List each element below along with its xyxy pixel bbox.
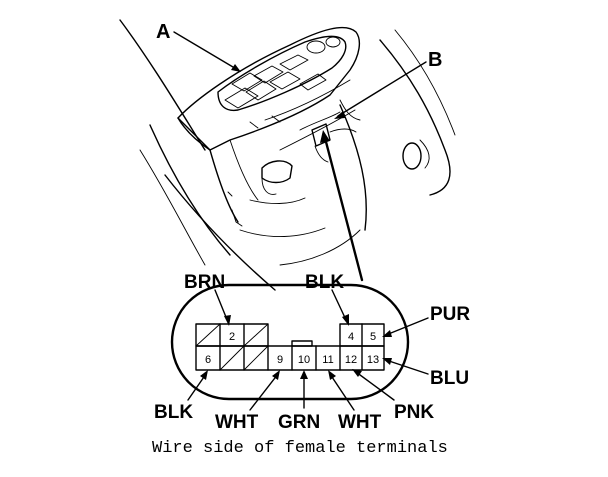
wire-label-grn: GRN bbox=[278, 412, 320, 433]
wire-label-wht-11: WHT bbox=[338, 412, 382, 433]
connector-face: 2 4 5 6 9 10 11 12 13 bbox=[170, 283, 410, 401]
pin-4-number: 4 bbox=[348, 331, 354, 343]
diagram-caption: Wire side of female terminals bbox=[152, 439, 448, 458]
wire-label-wht-9: WHT bbox=[215, 412, 259, 433]
wire-label-blk-lower: BLK bbox=[154, 402, 193, 423]
pin-2-number: 2 bbox=[229, 331, 235, 343]
pin-5-number: 5 bbox=[370, 331, 376, 343]
pin-10-number: 10 bbox=[298, 354, 310, 366]
callout-a-label: A bbox=[156, 21, 170, 43]
pin-11-number: 11 bbox=[322, 354, 333, 366]
wire-label-brn: BRN bbox=[184, 272, 225, 293]
wire-label-blu: BLU bbox=[430, 368, 469, 389]
wire-leaders bbox=[187, 289, 429, 411]
door-panel-illustration bbox=[119, 19, 456, 291]
wire-label-blk-upper: BLK bbox=[305, 272, 344, 293]
pin-12-number: 12 bbox=[345, 354, 357, 366]
wire-labels: BRN BLK PUR BLU PNK BLK WHT GRN WHT bbox=[154, 272, 470, 433]
pin-6-number: 6 bbox=[205, 354, 211, 366]
callout-a: A bbox=[156, 21, 241, 72]
callout-b: B bbox=[334, 49, 442, 119]
pin-13-number: 13 bbox=[367, 354, 379, 366]
connector-leader bbox=[320, 130, 364, 282]
wire-label-pur: PUR bbox=[430, 304, 470, 325]
pin-9-number: 9 bbox=[277, 354, 283, 366]
wire-label-pnk: PNK bbox=[394, 402, 434, 423]
callout-b-label: B bbox=[428, 49, 442, 71]
